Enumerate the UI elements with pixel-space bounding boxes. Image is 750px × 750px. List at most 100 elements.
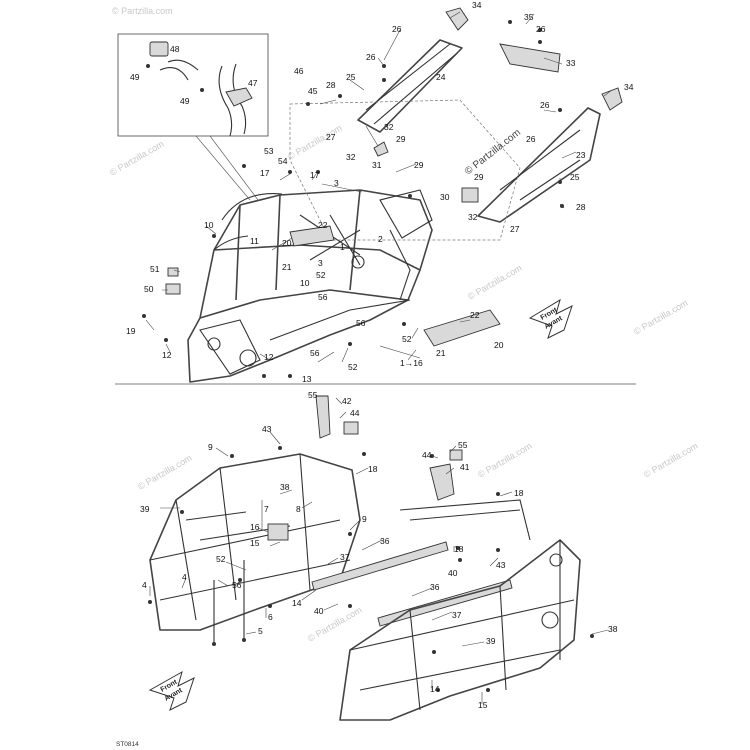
frame-front-plate <box>199 319 261 375</box>
drawing-reference: ST0814 <box>116 741 139 748</box>
callout: 43 <box>262 424 272 434</box>
callout: 16 <box>250 522 260 532</box>
front-direction-arrow: Front Avant <box>528 298 573 339</box>
callout: 15 <box>250 538 260 548</box>
callout: 30 <box>440 192 450 202</box>
watermark: © Partzilla.com <box>286 123 344 162</box>
block-44-right <box>449 449 463 461</box>
rail-36-upper <box>311 541 449 591</box>
callout: 56 <box>232 580 242 590</box>
callout: 39 <box>140 504 150 514</box>
callout: 14 <box>292 598 302 608</box>
callout: 28 <box>326 80 336 90</box>
callout: 50 <box>144 284 154 294</box>
callout: 33 <box>566 58 576 68</box>
inset-hose <box>159 59 199 81</box>
lower-right-frame-outline <box>339 539 581 721</box>
bottom-callouts: 55 42 44 43 9 55 44 41 18 18 38 39 7 8 9… <box>140 390 618 710</box>
callout: 52 <box>402 334 412 344</box>
callout: 54 <box>278 156 288 166</box>
callout: 40 <box>314 606 324 616</box>
callout: 17 <box>310 170 320 180</box>
callout: 55 <box>308 390 318 400</box>
callout: 2 <box>378 234 383 244</box>
subframe-24 <box>357 39 463 133</box>
lower-left-frame-uprights <box>175 453 311 621</box>
callout: 29 <box>474 172 484 182</box>
callout: 26 <box>526 134 536 144</box>
detail-inset-box <box>117 33 269 137</box>
damper-30 <box>461 187 479 203</box>
callout: 47 <box>248 78 258 88</box>
callout: 1 <box>340 242 345 252</box>
lower-right-frame-uprights <box>409 540 561 711</box>
callout: 21 <box>436 348 446 358</box>
front-mount-boss <box>239 349 257 367</box>
callout: 22 <box>318 220 328 230</box>
watermark: © Partzilla.com <box>108 139 166 178</box>
callout: 44 <box>350 408 360 418</box>
callout: 48 <box>170 44 180 54</box>
callout: 24 <box>436 72 446 82</box>
callout: 25 <box>570 172 580 182</box>
rail-36-lower <box>377 579 513 627</box>
crossbar-18 <box>399 499 531 541</box>
lower-left-frame-outline <box>149 453 361 631</box>
bracket-41 <box>429 463 455 501</box>
footrest-22 <box>289 225 335 247</box>
callout: 49 <box>130 72 140 82</box>
callout: 18 <box>514 488 524 498</box>
callout: 10 <box>300 278 310 288</box>
frame-upper-rail <box>213 244 421 271</box>
frame-lower-rail <box>199 289 409 319</box>
callout: 26 <box>540 100 550 110</box>
callout: 39 <box>486 636 496 646</box>
callout: 51 <box>150 264 160 274</box>
callout: 17 <box>260 168 270 178</box>
watermark: © Partzilla.com <box>112 6 173 16</box>
footrest-20 <box>423 309 501 347</box>
callout: 45 <box>308 86 318 96</box>
upper-frame-assembly <box>117 7 623 383</box>
callout: 18 <box>454 544 464 554</box>
callout: 52 <box>316 270 326 280</box>
stud-lines <box>213 560 245 644</box>
clip-31 <box>373 141 389 157</box>
callout: 3 <box>318 258 323 268</box>
callout: 56 <box>356 318 366 328</box>
frame-tubes <box>213 192 283 251</box>
callout: 12 <box>162 350 172 360</box>
callout: 25 <box>346 72 356 82</box>
callout: 26 <box>392 24 402 34</box>
bolt <box>200 88 204 92</box>
lower-leader-lines <box>149 397 609 704</box>
callout: 36 <box>380 536 390 546</box>
callout: 15 <box>478 700 488 710</box>
callout: 46 <box>294 66 304 76</box>
bracket-55-left <box>315 395 331 439</box>
callout: 34 <box>624 82 634 92</box>
main-frame-outline <box>187 189 433 383</box>
callout: 1→16 <box>400 358 423 368</box>
block-50 <box>165 283 181 295</box>
callout: 5 <box>258 626 263 636</box>
block-51 <box>167 267 179 277</box>
callout: 35 <box>524 12 534 22</box>
subframe-23 <box>477 107 601 223</box>
watermark: © Partzilla.com <box>632 298 690 337</box>
callout: 26 <box>366 52 376 62</box>
lower-right-frame-rails <box>349 599 575 691</box>
callout: 19 <box>126 326 136 336</box>
callout: 9 <box>208 442 213 452</box>
callout: 40 <box>448 568 458 578</box>
callout: 43 <box>496 560 506 570</box>
callout: 26 <box>536 24 546 34</box>
callout: 32 <box>384 122 394 132</box>
callout: 29 <box>414 160 424 170</box>
lower-left-frame-rails <box>149 519 351 601</box>
top-callouts: 34 26 35 26 33 48 49 47 49 46 26 25 28 2… <box>126 0 634 384</box>
callout: 38 <box>280 482 290 492</box>
callout: 49 <box>180 96 190 106</box>
callout: 56 <box>318 292 328 302</box>
